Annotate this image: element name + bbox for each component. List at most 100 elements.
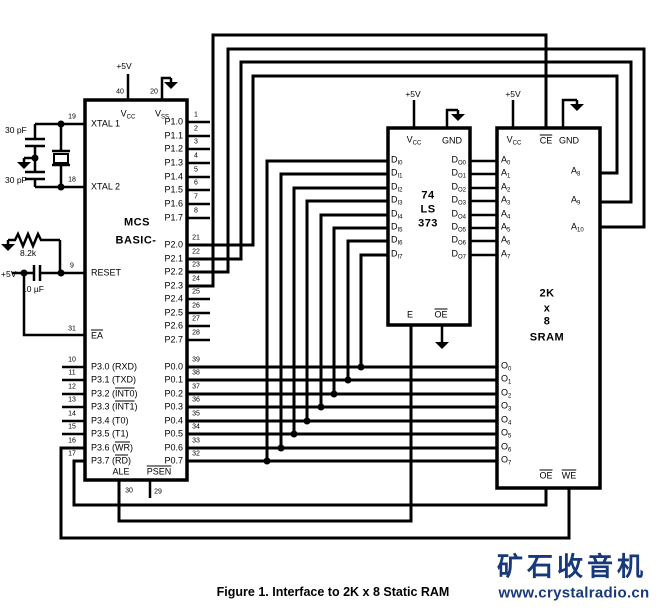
text: 29 <box>154 488 162 496</box>
subscript-text: 1 <box>507 173 511 180</box>
text: O <box>501 387 509 398</box>
text: D <box>391 154 398 165</box>
subscript-text: I2 <box>397 187 403 194</box>
mcu-label: 30 <box>125 488 133 495</box>
capacitor-label-reset: 10 µF <box>22 285 44 294</box>
subscript-text: 0 <box>508 366 512 373</box>
sram-label: x <box>544 303 551 315</box>
overline-text: OE <box>434 309 448 320</box>
subscript-text: I1 <box>397 173 403 180</box>
text: 40 <box>116 88 124 96</box>
text: P0.1 <box>164 374 183 385</box>
text: P3.2 ( <box>91 388 116 399</box>
text: 10 µF <box>22 283 44 294</box>
sram-label: OE <box>539 470 553 481</box>
mcu-pin-number: 6 <box>194 180 198 187</box>
mcu-pin-label: P3.3 (INT1) <box>91 401 138 412</box>
watermark-url: www.crystalradio.cn <box>498 584 650 602</box>
latch-label: E <box>406 309 414 320</box>
wire-ea-tie-high <box>22 273 85 337</box>
subscript-text: 3 <box>508 406 512 413</box>
mcu-pin-number: 36 <box>192 397 200 404</box>
text: 8 <box>194 207 198 215</box>
text: P0.3 <box>164 401 183 412</box>
sram-pin-label: O2 <box>501 387 511 400</box>
text: P1.0 <box>164 116 183 127</box>
text: LS <box>420 203 436 216</box>
text: 32 <box>192 450 200 458</box>
subscript-text: 4 <box>507 214 511 221</box>
mcu-label: ALE <box>112 467 129 477</box>
mcu-pin-number: 18 <box>68 177 76 184</box>
latch-label: 373 <box>418 218 438 230</box>
sram-pin-label: A7 <box>501 249 510 261</box>
latch-pin-label: DI6 <box>391 235 403 247</box>
subscript-text: 3 <box>507 200 511 207</box>
overline-text: OE <box>539 470 553 481</box>
mcu-pin-label: P3.6 (WR) <box>91 443 133 453</box>
text: P2.2 <box>164 266 183 277</box>
capacitor-label-bottom: 30 pF <box>5 176 27 185</box>
latch-label: LS <box>420 203 436 216</box>
overline-text: INT1 <box>115 401 135 412</box>
text: 2 <box>194 125 198 133</box>
sram-pin-label: A5 <box>501 222 511 234</box>
subscript-text: 8 <box>577 171 581 178</box>
mcu-pin-label: P0.6 <box>164 443 183 453</box>
text: V <box>120 108 127 119</box>
text: P1.7 <box>164 212 183 223</box>
text: 28 <box>192 329 200 337</box>
text: ) <box>134 388 138 399</box>
text: P1.4 <box>164 171 183 182</box>
mcu-pin-label: P0.1 <box>164 374 183 385</box>
latch-pin-label: DI3 <box>391 195 403 207</box>
subscript-text: O6 <box>457 240 466 247</box>
text: +5V <box>116 60 132 71</box>
mcu-pin-number: 17 <box>68 451 76 458</box>
mcu-pin-number: 16 <box>68 438 76 445</box>
text: D <box>391 181 398 192</box>
mcu-pin-number: 38 <box>192 370 200 377</box>
junction-dots-part <box>57 183 65 191</box>
text: 18 <box>68 176 76 184</box>
subscript-text: I4 <box>397 214 403 221</box>
mcu-pin-number: 35 <box>192 411 200 418</box>
mcu-pin-number: 26 <box>192 303 200 310</box>
text: A <box>571 194 578 205</box>
subscript-text: 2 <box>507 187 511 194</box>
latch-label: GND <box>442 136 462 146</box>
text: 1 <box>194 111 198 119</box>
text: 34 <box>192 423 200 431</box>
subscript-text: CC <box>412 140 422 147</box>
subscript-text: CC <box>512 140 522 147</box>
junction-dots-part <box>20 269 28 277</box>
text: E <box>406 309 414 320</box>
text: D <box>391 208 398 219</box>
ground-symbol <box>449 108 467 123</box>
capacitor-symbol <box>32 265 42 281</box>
latch-pin-label: DI0 <box>391 154 403 167</box>
mcu-pin-number: 11 <box>68 370 75 377</box>
subscript-text: 6 <box>507 240 511 247</box>
mcu-pin-number: 19 <box>68 114 76 121</box>
chip-outlines <box>83 98 602 490</box>
text: GND <box>559 135 579 146</box>
text: 19 <box>68 113 76 121</box>
mcu-pin-label: P3.1 (TXD) <box>91 375 136 385</box>
latch-input-wires-part <box>319 213 388 407</box>
sram-pin-label: A8 <box>571 166 581 178</box>
mcu-pin-label: P2.0 <box>164 240 183 250</box>
capacitor-symbol <box>25 137 45 148</box>
mcu-outline <box>83 98 189 482</box>
wire-p20-to-a8 <box>187 74 619 247</box>
text: 74 <box>421 189 435 202</box>
subscript-text: 5 <box>507 227 511 234</box>
mcu-label: BASIC- <box>116 235 157 247</box>
power-label-latch: +5V <box>405 90 420 99</box>
power-wires-part <box>561 98 577 128</box>
text: ) <box>134 401 138 412</box>
ground-symbol <box>0 238 17 253</box>
mcu-label: VSS <box>155 109 169 121</box>
capacitor-label-top: 30 pF <box>5 126 27 135</box>
